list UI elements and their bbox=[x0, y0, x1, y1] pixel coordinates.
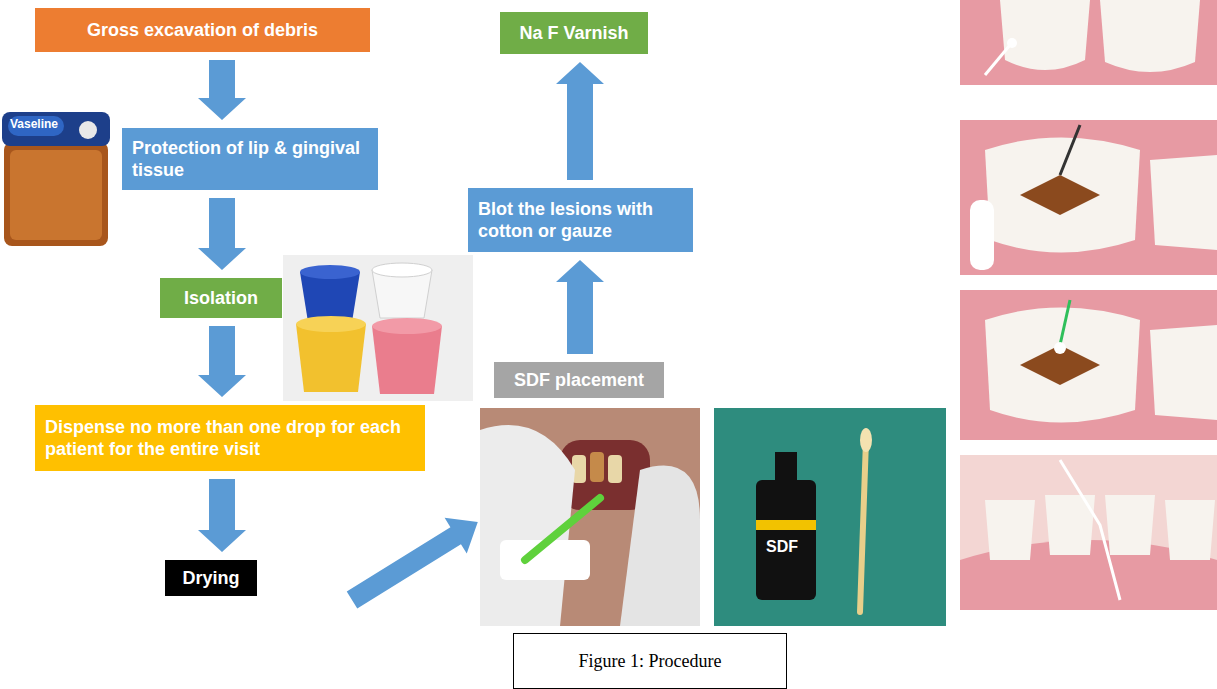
lid-logo bbox=[8, 116, 64, 136]
block-arrow bbox=[198, 479, 246, 552]
process-box: Dispense no more than one drop for each … bbox=[35, 405, 425, 471]
caption-box: Figure 1: Procedure bbox=[513, 633, 787, 689]
process-box: Drying bbox=[165, 560, 257, 596]
tooth-panel bbox=[960, 120, 1217, 275]
tooth bbox=[1150, 325, 1217, 420]
tooth-panel bbox=[960, 0, 1217, 85]
block-arrow bbox=[341, 504, 489, 618]
applicator bbox=[860, 440, 866, 612]
cotton-roll bbox=[970, 200, 994, 270]
lesion bbox=[1020, 175, 1100, 215]
box-text: Gross excavation of debris bbox=[45, 19, 360, 42]
process-box: Gross excavation of debris bbox=[35, 8, 370, 52]
process-box: Isolation bbox=[160, 278, 282, 318]
applicator bbox=[525, 498, 600, 560]
dappen-dishes-photo bbox=[283, 255, 473, 401]
dish-rim bbox=[372, 263, 432, 277]
jar-glow bbox=[10, 150, 102, 240]
bottle bbox=[756, 480, 816, 600]
tooth-panel bbox=[960, 455, 1217, 610]
tooth bbox=[1000, 0, 1090, 70]
tooth bbox=[985, 308, 1140, 423]
applicator-tip bbox=[860, 428, 872, 452]
block-arrow bbox=[556, 62, 604, 180]
bottle-band bbox=[756, 520, 816, 530]
applicator bbox=[1060, 125, 1080, 175]
bottle-tip bbox=[775, 452, 797, 482]
ground bbox=[960, 455, 1217, 610]
process-box: SDF placement bbox=[494, 362, 664, 398]
tooth bbox=[1165, 500, 1215, 560]
applicator bbox=[1060, 300, 1070, 345]
tooth bbox=[985, 138, 1140, 253]
box-text: Drying bbox=[175, 567, 247, 590]
floss bbox=[1060, 460, 1120, 600]
dish-rim bbox=[300, 265, 360, 279]
block-arrow bbox=[198, 60, 246, 120]
tooth bbox=[985, 500, 1035, 560]
tooth bbox=[1100, 0, 1200, 72]
process-box: Blot the lesions with cotton or gauze bbox=[468, 188, 693, 252]
dish-rim bbox=[296, 316, 366, 332]
microbrush-tip bbox=[1007, 38, 1017, 48]
tooth-panel bbox=[960, 290, 1217, 440]
dish-yellow bbox=[296, 324, 366, 392]
brand-label: Vaseline bbox=[10, 117, 58, 131]
box-text: Dispense no more than one drop for each … bbox=[45, 416, 415, 461]
box-text: SDF placement bbox=[504, 369, 654, 392]
tooth bbox=[590, 452, 604, 482]
vaseline-jar bbox=[2, 112, 110, 246]
gum bbox=[960, 120, 1217, 275]
photo-ground bbox=[714, 408, 946, 626]
sdf-bottle-photo bbox=[714, 408, 946, 626]
tooth bbox=[1105, 495, 1155, 555]
gum bbox=[960, 0, 1217, 85]
photo-ground bbox=[283, 255, 473, 401]
box-text: Na F Varnish bbox=[510, 22, 638, 45]
lid-seal bbox=[79, 121, 97, 139]
block-arrow bbox=[198, 198, 246, 270]
jar-body bbox=[4, 142, 108, 246]
dish-rim bbox=[372, 318, 442, 334]
block-arrow bbox=[198, 326, 246, 397]
jar-lid bbox=[2, 112, 110, 146]
cotton-pellet bbox=[1054, 342, 1066, 354]
tooth bbox=[608, 455, 622, 483]
bottle-label: SDF bbox=[766, 538, 798, 556]
tooth bbox=[1150, 155, 1217, 250]
block-arrow bbox=[556, 260, 604, 354]
dish-blue bbox=[300, 272, 360, 322]
process-box: Protection of lip & gingival tissue bbox=[122, 128, 378, 190]
figure-caption: Figure 1: Procedure bbox=[579, 651, 722, 672]
clinical-photo bbox=[480, 408, 700, 626]
process-box: Na F Varnish bbox=[500, 12, 648, 54]
glove bbox=[620, 466, 700, 626]
photo-ground bbox=[480, 408, 700, 626]
gum bbox=[960, 290, 1217, 440]
pointer-arrow bbox=[341, 504, 489, 618]
microbrush bbox=[985, 45, 1010, 75]
dish-pink bbox=[372, 326, 442, 394]
box-text: Protection of lip & gingival tissue bbox=[132, 137, 368, 182]
box-text: Isolation bbox=[170, 287, 272, 310]
box-text: Blot the lesions with cotton or gauze bbox=[478, 198, 683, 243]
